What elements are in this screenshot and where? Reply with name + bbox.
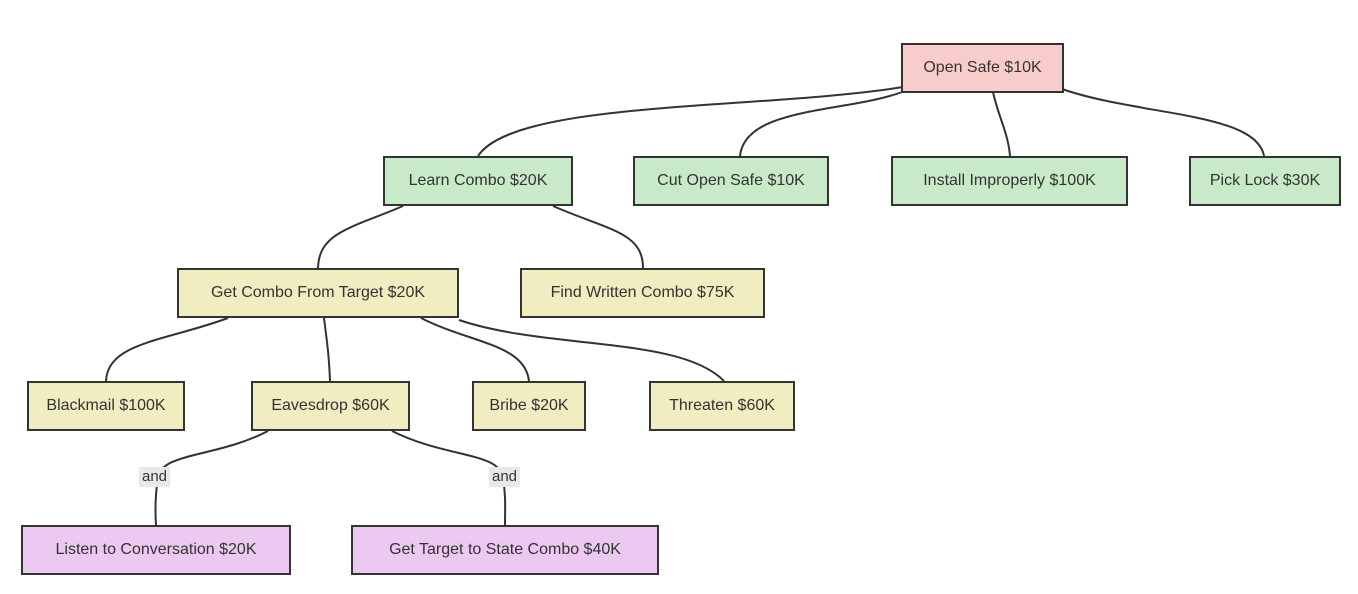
- edge-get-combo-blackmail: [105, 317, 229, 382]
- edge-open-safe-install-improperly: [992, 91, 1011, 157]
- node-find-written-combo: Find Written Combo $75K: [520, 268, 765, 318]
- node-listen-to-conversation: Listen to Conversation $20K: [21, 525, 291, 575]
- edge-label-and-right: and: [489, 467, 521, 487]
- node-pick-lock: Pick Lock $30K: [1189, 156, 1341, 206]
- node-threaten: Threaten $60K: [649, 381, 795, 431]
- edge-get-combo-threaten: [458, 319, 725, 382]
- edge-open-safe-pick-lock: [1061, 88, 1265, 157]
- node-get-combo-from-target: Get Combo From Target $20K: [177, 268, 459, 318]
- edge-learn-combo-find-written-combo: [552, 205, 644, 269]
- node-cut-open-safe: Cut Open Safe $10K: [633, 156, 829, 206]
- edge-get-combo-bribe: [420, 317, 530, 382]
- node-install-improperly: Install Improperly $100K: [891, 156, 1128, 206]
- edge-open-safe-cut-open-safe: [739, 90, 906, 157]
- edge-open-safe-learn-combo: [477, 86, 904, 157]
- node-get-target-to-state-combo: Get Target to State Combo $40K: [351, 525, 659, 575]
- node-bribe: Bribe $20K: [472, 381, 586, 431]
- edge-get-combo-eavesdrop: [323, 317, 331, 382]
- edge-eavesdrop-listen: [154, 430, 269, 526]
- edge-label-and-left: and: [139, 467, 171, 487]
- node-learn-combo: Learn Combo $20K: [383, 156, 573, 206]
- node-open-safe: Open Safe $10K: [901, 43, 1064, 93]
- edge-learn-combo-get-combo-from-target: [317, 205, 404, 269]
- node-eavesdrop: Eavesdrop $60K: [251, 381, 410, 431]
- node-blackmail: Blackmail $100K: [27, 381, 185, 431]
